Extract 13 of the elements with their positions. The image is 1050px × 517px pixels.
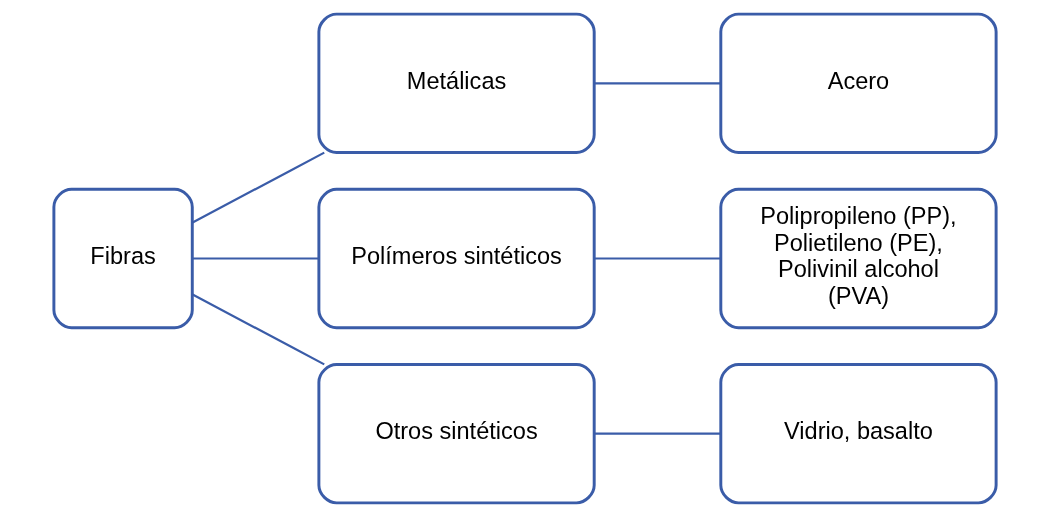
connector [192,293,325,366]
connector [192,151,325,224]
connector [594,257,721,260]
node-box: Polímeros sintéticos [317,187,596,330]
connector [594,82,721,85]
connector [594,432,721,435]
node-box: Polipropileno (PP), Polietileno (PE), Polivinil alcohol (PVA) [719,187,998,330]
node-box: Acero [719,12,998,154]
node-box: Metálicas [317,12,596,154]
node-box: Vidrio, basalto [719,363,998,505]
node-box: Otros sintéticos [317,363,596,505]
node-box: Fibras [52,187,194,330]
connector [192,257,319,260]
